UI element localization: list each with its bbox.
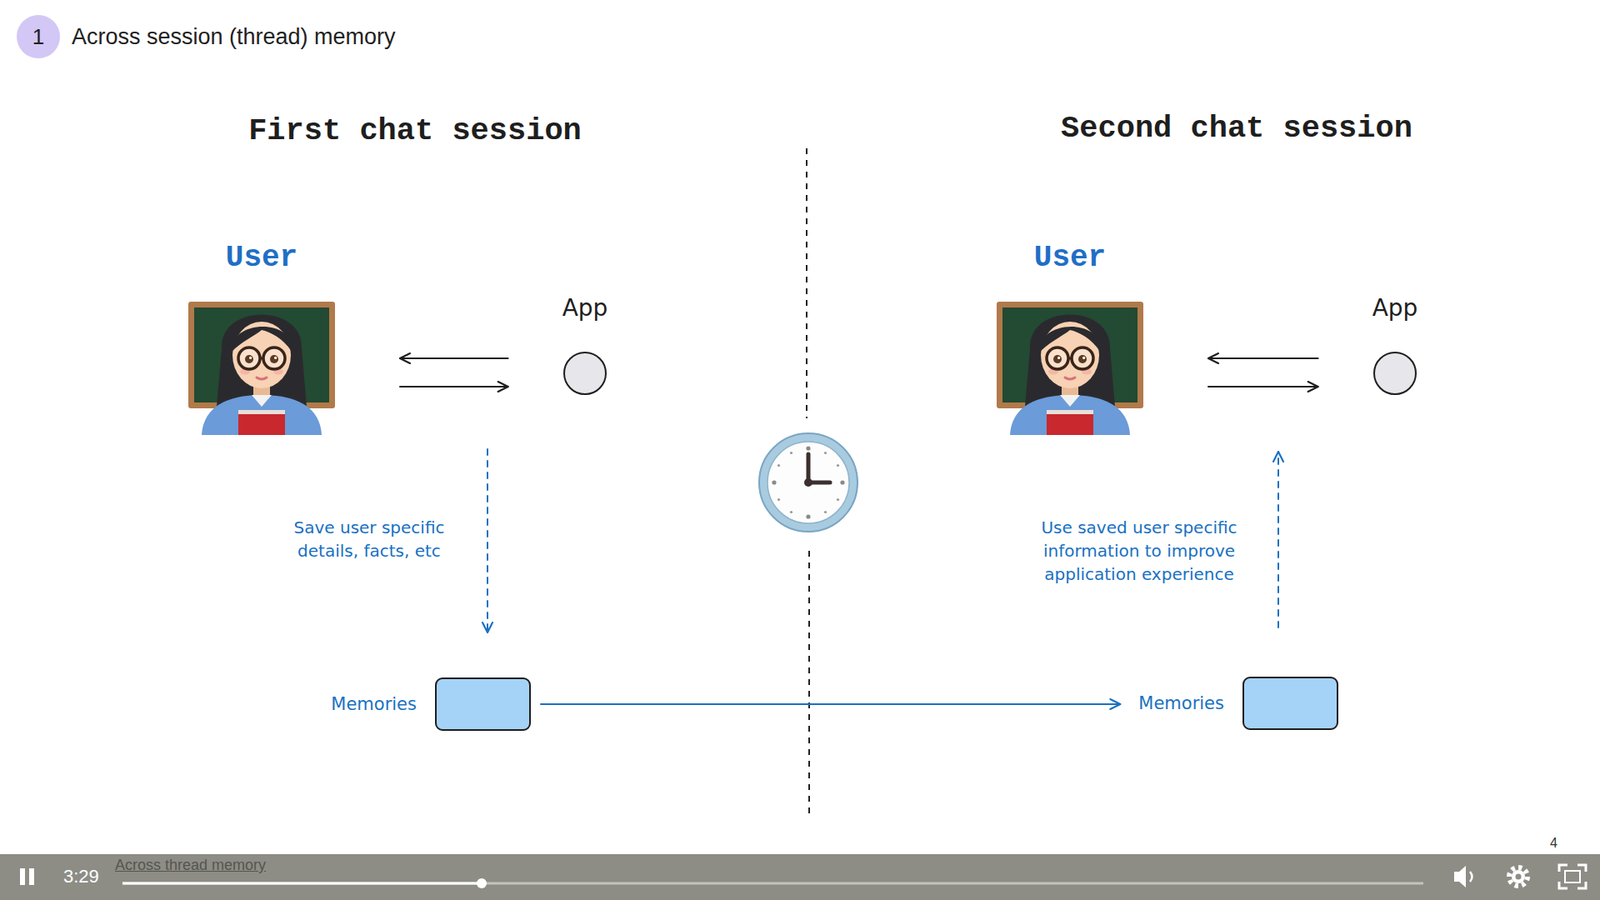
video-time: 3:29 — [63, 865, 100, 888]
video-player-bar — [1559, 865, 1586, 889]
session-heading: Second chat session — [1060, 110, 1413, 147]
edge-note: Use saved user specific information to i… — [1018, 515, 1260, 586]
video-player-bar — [1454, 865, 1466, 888]
teacher-figure — [996, 288, 1144, 435]
clock-icon — [790, 451, 793, 455]
session-divider — [805, 148, 808, 419]
clock-icon — [777, 498, 780, 501]
mem-label: Memories — [1138, 691, 1225, 715]
user-figure: User — [996, 241, 1144, 435]
app-label: App — [562, 293, 609, 324]
clock-icon — [805, 514, 810, 519]
video-player-bar — [122, 882, 1424, 885]
teacher-figure — [188, 301, 335, 435]
message-arrow — [540, 703, 1120, 705]
video-player-bar — [29, 868, 35, 885]
video-player-bar — [0, 854, 1600, 900]
message-arrow — [400, 385, 509, 388]
app-label: App — [1372, 293, 1419, 324]
memory-box-shape — [435, 677, 531, 731]
clock-icon — [824, 451, 827, 455]
video-player-bar — [122, 882, 482, 885]
clock-icon — [836, 464, 840, 467]
user-label: User — [1034, 241, 1106, 275]
edge-note: Save user specific details, facts, etc — [269, 515, 470, 563]
memory-flow-arrow — [486, 449, 489, 633]
clock-icon — [840, 480, 845, 485]
clock-icon — [805, 445, 810, 450]
memory-box: Memories — [1138, 676, 1339, 730]
video-player-bar — [476, 878, 487, 889]
video-player-bar — [1470, 871, 1473, 882]
teacher-figure — [188, 288, 335, 435]
video-player-bar — [0, 854, 1600, 900]
clock-icon — [836, 498, 840, 501]
clock-icon — [777, 464, 780, 467]
app-circle-shape — [563, 351, 607, 395]
clock-icon — [767, 441, 850, 524]
video-chapter: Across thread memory — [115, 855, 266, 875]
message-arrow — [400, 357, 509, 360]
user-label: User — [225, 241, 298, 275]
clock-icon — [771, 480, 776, 485]
app-circle: App — [1372, 293, 1419, 395]
clock-icon — [806, 454, 811, 483]
video-player-bar — [1565, 870, 1580, 883]
clock-icon — [790, 510, 793, 514]
number-badge: 1 — [16, 15, 60, 59]
memory-flow-arrow — [1277, 451, 1280, 628]
video-player-bar — [20, 868, 25, 885]
app-circle-shape — [1373, 351, 1417, 395]
clock-icon — [824, 510, 827, 514]
memory-box-shape — [1242, 676, 1339, 730]
mem-label: Memories — [330, 692, 417, 716]
clock-icon — [759, 433, 858, 532]
user-figure: User — [188, 241, 335, 435]
message-arrow — [1208, 357, 1319, 360]
badge-label: 1 — [32, 24, 45, 50]
clock-icon — [759, 433, 858, 532]
message-arrow — [1208, 385, 1319, 388]
clock-icon — [804, 478, 813, 487]
page-number: 4 — [1550, 835, 1558, 851]
video-player-bar — [1515, 874, 1522, 880]
app-circle: App — [562, 293, 609, 395]
slide-title: Across session (thread) memory — [71, 22, 396, 51]
session-divider — [808, 550, 810, 815]
video-player-bar — [1509, 867, 1528, 886]
session-heading: First chat session — [248, 112, 582, 150]
video-player-bar — [1511, 870, 1525, 884]
teacher-figure — [996, 301, 1144, 435]
memory-box: Memories — [330, 677, 531, 731]
